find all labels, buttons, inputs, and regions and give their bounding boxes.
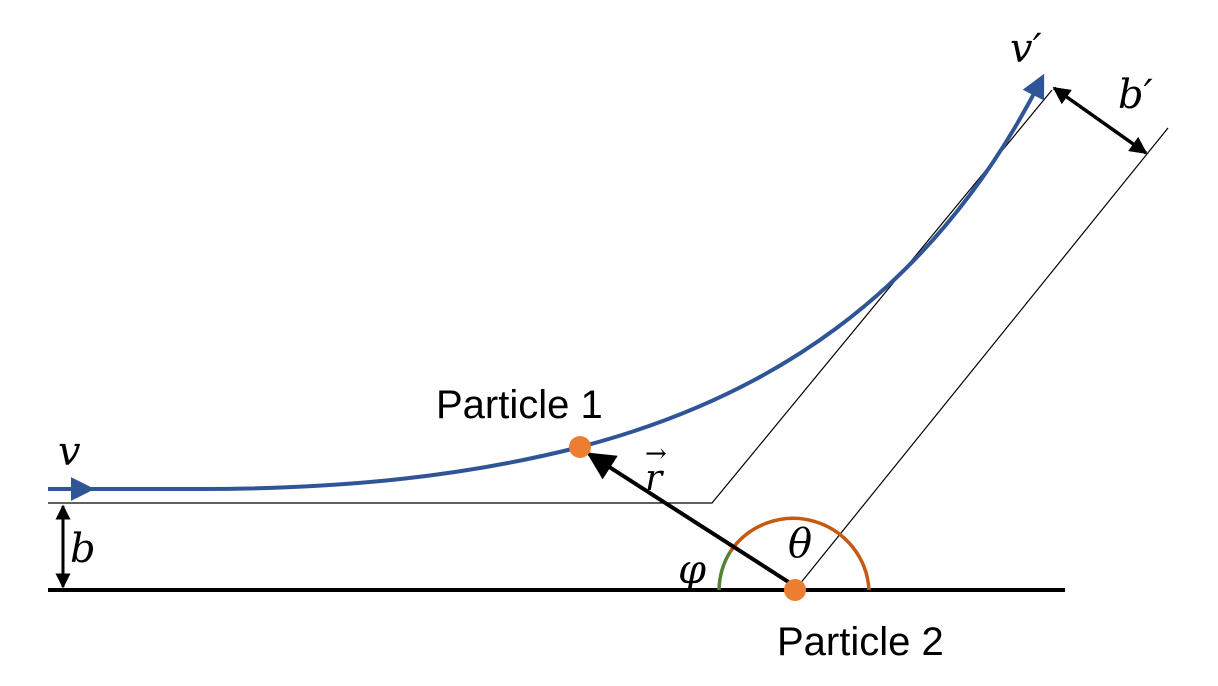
theta-label: θ bbox=[788, 521, 812, 567]
r-vector-label: r bbox=[645, 458, 664, 499]
impact-asymptote-line bbox=[48, 89, 1053, 504]
b-prime-label: b′ bbox=[1118, 72, 1153, 118]
r-vector-arrow-accent: → bbox=[645, 439, 667, 469]
b-label: b bbox=[70, 526, 96, 572]
particle-1-dot bbox=[569, 436, 591, 458]
particle-2-dot bbox=[784, 579, 806, 601]
trajectory-curve bbox=[48, 73, 1045, 491]
theta-arc bbox=[728, 516, 871, 591]
particle-1-label: Particle 1 bbox=[436, 383, 603, 427]
b-prime-arrow bbox=[1052, 86, 1148, 155]
phi-arc bbox=[717, 551, 732, 591]
particle-2-label: Particle 2 bbox=[777, 620, 944, 664]
r-vector-arrow bbox=[586, 452, 792, 585]
v-out-label: v′ bbox=[1010, 26, 1042, 72]
phi-label: φ bbox=[678, 547, 706, 593]
outgoing-reference-line bbox=[794, 127, 1169, 591]
v-in-label: v bbox=[58, 429, 81, 475]
